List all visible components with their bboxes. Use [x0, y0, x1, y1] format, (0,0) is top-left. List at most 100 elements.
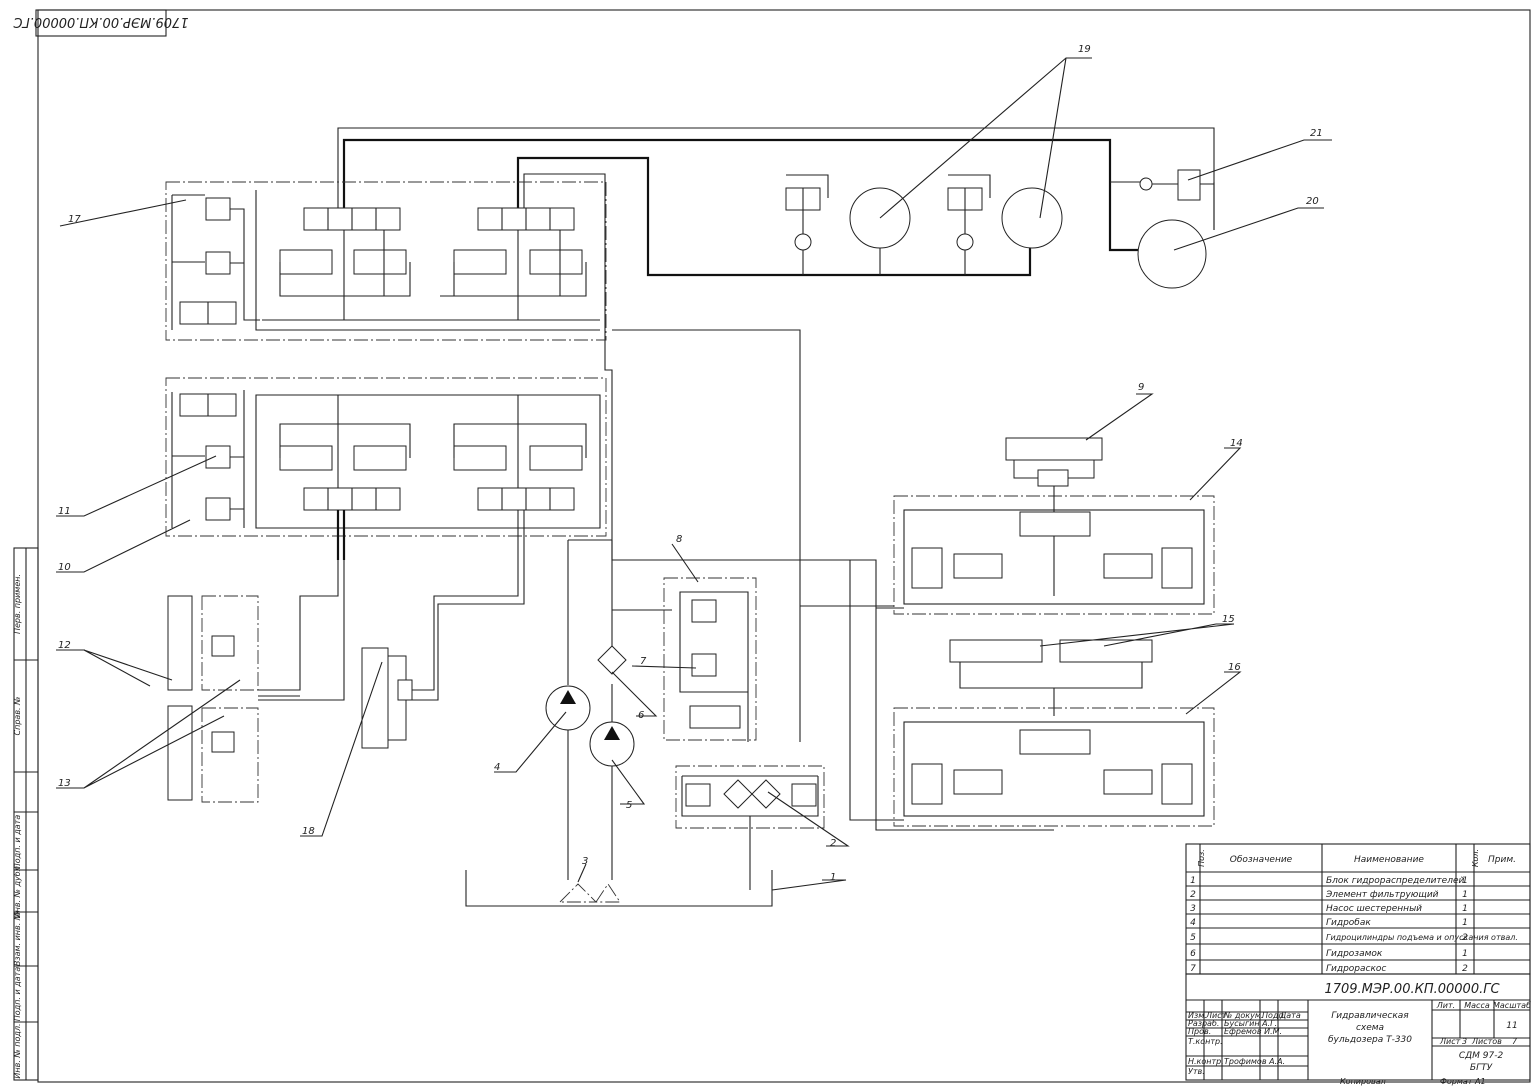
col-mass: Масса — [1464, 1001, 1490, 1010]
spec-header-note: Прим. — [1488, 855, 1516, 865]
sheets-label: Листов — [1471, 1037, 1502, 1046]
rotated-stamp-code: 1709.МЭР.00.КП.00000.ГС — [13, 14, 189, 29]
person-role-1: Пров. — [1188, 1027, 1211, 1036]
callout-12: 12 — [58, 640, 71, 651]
callout-14: 14 — [1230, 438, 1243, 449]
spec-row-qty: 1 — [1462, 876, 1468, 886]
spec-row-pos: 3 — [1190, 904, 1196, 914]
spec-header-designation: Обозначение — [1230, 855, 1293, 865]
doc-code: 1709.МЭР.00.КП.00000.ГС — [1324, 982, 1500, 997]
title-line-3: бульдозера Т-330 — [1328, 1035, 1412, 1045]
person-name-0: Бусыгин А.Г. — [1224, 1019, 1277, 1028]
filter-block-2 — [675, 765, 825, 890]
valve-block-14 — [876, 486, 1215, 615]
callout-numbers: 1 2 3 4 5 6 7 8 9 10 11 12 13 14 15 16 1… — [58, 44, 1323, 883]
drawing-frame — [37, 9, 1531, 1083]
callout-19: 19 — [1078, 44, 1091, 55]
callout-9: 9 — [1138, 382, 1144, 393]
callout-20: 20 — [1306, 196, 1319, 207]
spec-header-name: Наименование — [1354, 855, 1424, 865]
strip-cell-2: Подп. и дата — [13, 815, 22, 870]
role-date: Дата — [1279, 1011, 1301, 1020]
cylinder-9 — [1005, 437, 1103, 487]
callout-7: 7 — [640, 656, 647, 667]
spec-row-name: Насос шестеренный — [1326, 904, 1422, 914]
title-line-1: Гидравлическая — [1331, 1011, 1409, 1021]
cylinders-12-13 — [167, 560, 345, 803]
person-role-2: Т.контр. — [1188, 1037, 1223, 1046]
pumps — [545, 329, 877, 880]
role-izm: Изм. — [1188, 1011, 1207, 1020]
callout-leaders — [56, 57, 1332, 891]
col-scale: Масштаб — [1493, 1001, 1531, 1010]
valve-block-17 — [165, 181, 607, 341]
callout-4: 4 — [494, 762, 500, 773]
spec-row-pos: 1 — [1190, 876, 1196, 886]
valve-block-16 — [800, 560, 1215, 831]
org-line-1: СДМ 97-2 — [1459, 1051, 1504, 1061]
role-list: Лист — [1205, 1011, 1227, 1020]
callout-3: 3 — [582, 856, 588, 867]
title-line-2: схема — [1356, 1023, 1384, 1033]
footer-format: Формат А1 — [1440, 1077, 1486, 1086]
role-podp: Подп. — [1262, 1011, 1286, 1020]
main-pressure-lines — [337, 127, 1215, 485]
gauges-and-valves-19 — [785, 174, 1063, 275]
col-lit: Лит. — [1436, 1001, 1455, 1010]
spec-row-pos: 4 — [1190, 918, 1196, 928]
callout-13: 13 — [58, 778, 71, 789]
strip-cell-4: Взам. инв. № — [13, 912, 22, 966]
callout-15: 15 — [1222, 614, 1235, 625]
person-role-0: Разраб. — [1188, 1019, 1219, 1028]
callout-1: 1 — [830, 872, 836, 883]
strip-cell-5: Подп. и дата — [13, 967, 22, 1022]
sheet-value: 3 — [1462, 1037, 1467, 1046]
spec-header-qty: Кол. — [1471, 849, 1480, 867]
spec-row-name: Гидроцилиндры подъема и опускания отвал. — [1326, 933, 1518, 942]
spec-row-name: Блок гидрораспределителей — [1326, 876, 1464, 886]
callout-5: 5 — [626, 800, 632, 811]
callout-2: 2 — [830, 838, 836, 849]
valve-block-8 — [663, 577, 757, 742]
callout-17: 17 — [68, 214, 81, 225]
pump-motor-20-valve-21 — [1137, 169, 1214, 289]
callout-21: 21 — [1310, 128, 1323, 139]
spec-row-pos: 6 — [1190, 949, 1196, 959]
strip-cell-3: Инв. № дубл. — [13, 864, 22, 919]
spec-header-pos: Поз. — [1197, 849, 1206, 867]
valve-block-10 — [165, 377, 607, 560]
spec-row-qty: 2 — [1462, 933, 1468, 943]
spec-row-qty: 1 — [1462, 904, 1468, 914]
spec-row-name: Гидрораскос — [1326, 964, 1386, 974]
spec-row-pos: 5 — [1190, 933, 1196, 943]
sheet-label: Лист — [1439, 1037, 1461, 1046]
person-name-3: Трофимов А.А. — [1224, 1057, 1285, 1066]
person-role-3: Н.контр. — [1188, 1057, 1224, 1066]
title-block: 1709.МЭР.00.КП.00000.ГС Гидравлическая с… — [1185, 973, 1531, 1081]
callout-16: 16 — [1228, 662, 1241, 673]
sheets-value: 7 — [1512, 1037, 1518, 1046]
role-ndoc: № докум. — [1223, 1011, 1263, 1020]
spec-table: Поз. Обозначение Наименование Кол. Прим.… — [1185, 843, 1531, 975]
strip-cell-6: Инв. № подл. — [13, 1023, 22, 1078]
callout-10: 10 — [58, 562, 71, 573]
strip-cell-1: Справ. № — [13, 697, 22, 736]
callout-11: 11 — [58, 506, 71, 517]
spec-row-qty: 1 — [1462, 949, 1468, 959]
callout-6: 6 — [638, 710, 644, 721]
cylinder-18 — [361, 510, 525, 749]
side-strip: Перв. примен. Справ. № Подп. и дата Инв.… — [13, 547, 39, 1081]
scale-value: 11 — [1506, 1021, 1517, 1031]
spec-row-name: Элемент фильтрующий — [1325, 890, 1439, 900]
spec-row-qty: 2 — [1462, 964, 1468, 974]
person-name-1: Ефремов И.М. — [1224, 1027, 1282, 1036]
person-role-4: Утв. — [1188, 1067, 1205, 1076]
org-line-2: БГТУ — [1470, 1063, 1493, 1073]
spec-row-pos: 7 — [1190, 964, 1196, 974]
spec-row-pos: 2 — [1190, 890, 1196, 900]
callout-18: 18 — [302, 826, 315, 837]
spec-row-name: Гидробак — [1326, 918, 1371, 928]
spec-row-qty: 1 — [1462, 918, 1468, 928]
